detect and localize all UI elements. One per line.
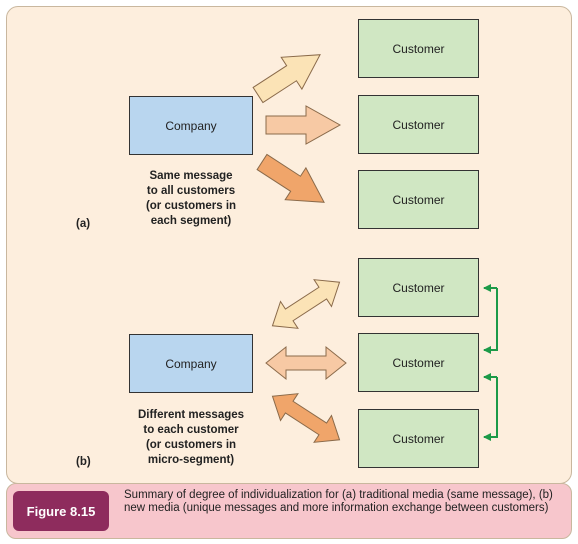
caption-b-line: (or customers in [145, 439, 237, 451]
customer-box-b3: Customer [358, 409, 479, 468]
arrow-a-lower [256, 153, 325, 203]
caption-b-line: Different messages [137, 409, 245, 421]
arrow-a-middle [265, 105, 342, 145]
exchange-connector-bottom [483, 377, 498, 441]
caption-b-line: to each customer [143, 424, 239, 436]
part-label-a: (a) [76, 218, 91, 230]
figure-number: Figure 8.15 [13, 491, 109, 531]
customer-box-a1: Customer [358, 19, 479, 78]
caption-a-line: Same message [149, 170, 233, 182]
arrow-a-upper [252, 54, 321, 104]
arrow-b-upper [271, 279, 341, 329]
caption-a-line: to all customers [146, 185, 236, 197]
figure-caption-bar: Figure 8.15 Summary of degree of individ… [6, 483, 572, 539]
exchange-connector-top [483, 288, 498, 354]
caption-b-line: micro-segment) [147, 454, 235, 466]
arrow-b-lower [271, 393, 341, 443]
arrow-b-middle [265, 345, 347, 381]
company-box-b: Company [129, 334, 253, 393]
caption-a-line: (or customers in [145, 200, 237, 212]
figure-caption: Summary of degree of individualization f… [124, 489, 553, 514]
part-label-b: (b) [76, 456, 91, 468]
customer-box-b2: Customer [358, 333, 479, 392]
customer-box-b1: Customer [358, 258, 479, 317]
company-box-a: Company [129, 96, 253, 155]
customer-box-a2: Customer [358, 95, 479, 154]
customer-box-a3: Customer [358, 170, 479, 229]
caption-a-line: each segment) [150, 215, 232, 227]
caption-b: Different messages to each customer (or … [121, 408, 261, 468]
caption-a: Same message to all customers (or custom… [126, 169, 256, 229]
